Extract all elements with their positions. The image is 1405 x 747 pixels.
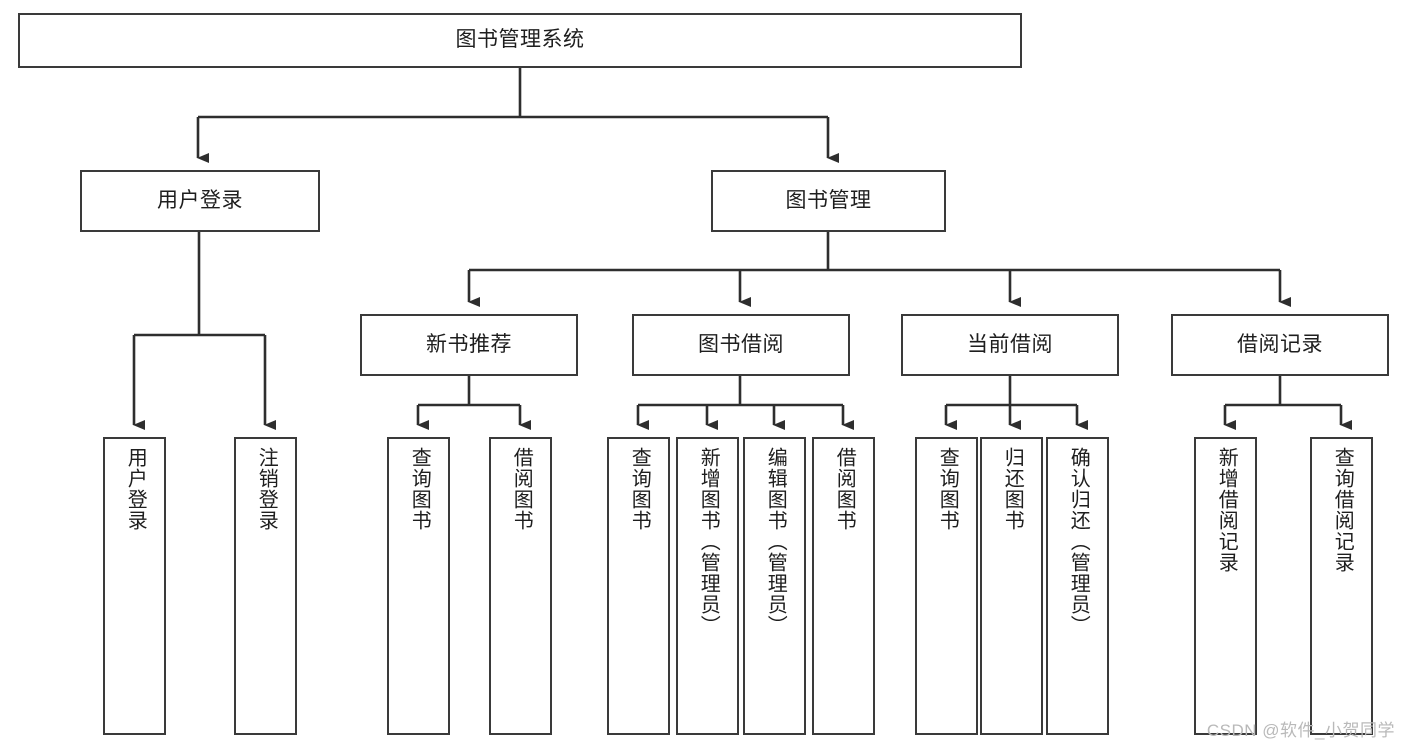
node-leaf-query-book-borrow-label: 查询图书 [628,447,651,531]
node-current-borrow[interactable]: 当前借阅 [901,314,1119,376]
node-leaf-user-login-label: 用户登录 [124,447,147,531]
node-leaf-borrow-book[interactable]: 借阅图书 [812,437,875,735]
node-leaf-query-borrow-record[interactable]: 查询借阅记录 [1310,437,1373,735]
node-leaf-add-book-label: 新增图书（管理员） [697,447,720,636]
node-leaf-logout-label: 注销登录 [255,447,278,531]
node-leaf-add-borrow-record[interactable]: 新增借阅记录 [1194,437,1257,735]
node-leaf-return-book-label: 归还图书 [1001,447,1024,531]
node-leaf-confirm-return-label: 确认归还（管理员） [1067,447,1090,636]
node-leaf-borrow-book-rec[interactable]: 借阅图书 [489,437,552,735]
node-user-login-label: 用户登录 [157,188,243,212]
node-leaf-confirm-return[interactable]: 确认归还（管理员） [1046,437,1109,735]
node-leaf-user-login[interactable]: 用户登录 [103,437,166,735]
watermark: CSDN @软件_小贺同学 [1206,721,1395,740]
node-book-manage[interactable]: 图书管理 [711,170,946,232]
node-book-borrow-label: 图书借阅 [698,332,784,356]
node-book-borrow[interactable]: 图书借阅 [632,314,850,376]
node-book-manage-label: 图书管理 [785,188,872,212]
node-leaf-query-book-borrow[interactable]: 查询图书 [607,437,670,735]
node-borrow-record-label: 借阅记录 [1237,332,1323,356]
node-new-book-recommend-label: 新书推荐 [426,332,512,356]
node-leaf-add-book[interactable]: 新增图书（管理员） [676,437,739,735]
node-leaf-borrow-book-rec-label: 借阅图书 [510,447,533,531]
node-leaf-logout[interactable]: 注销登录 [234,437,297,735]
node-leaf-query-book-current[interactable]: 查询图书 [915,437,978,735]
node-leaf-query-book-current-label: 查询图书 [936,447,959,531]
node-root[interactable]: 图书管理系统 [18,13,1022,68]
node-leaf-return-book[interactable]: 归还图书 [980,437,1043,735]
node-leaf-query-book-rec[interactable]: 查询图书 [387,437,450,735]
node-leaf-edit-book-label: 编辑图书（管理员） [764,447,787,636]
node-user-login[interactable]: 用户登录 [80,170,320,232]
node-new-book-recommend[interactable]: 新书推荐 [360,314,578,376]
node-leaf-add-borrow-record-label: 新增借阅记录 [1215,447,1238,573]
node-current-borrow-label: 当前借阅 [967,332,1053,356]
node-borrow-record[interactable]: 借阅记录 [1171,314,1389,376]
node-leaf-borrow-book-label: 借阅图书 [833,447,856,531]
node-leaf-query-borrow-record-label: 查询借阅记录 [1331,447,1354,573]
node-root-label: 图书管理系统 [455,28,585,52]
node-leaf-edit-book[interactable]: 编辑图书（管理员） [743,437,806,735]
node-leaf-query-book-rec-label: 查询图书 [408,447,431,531]
